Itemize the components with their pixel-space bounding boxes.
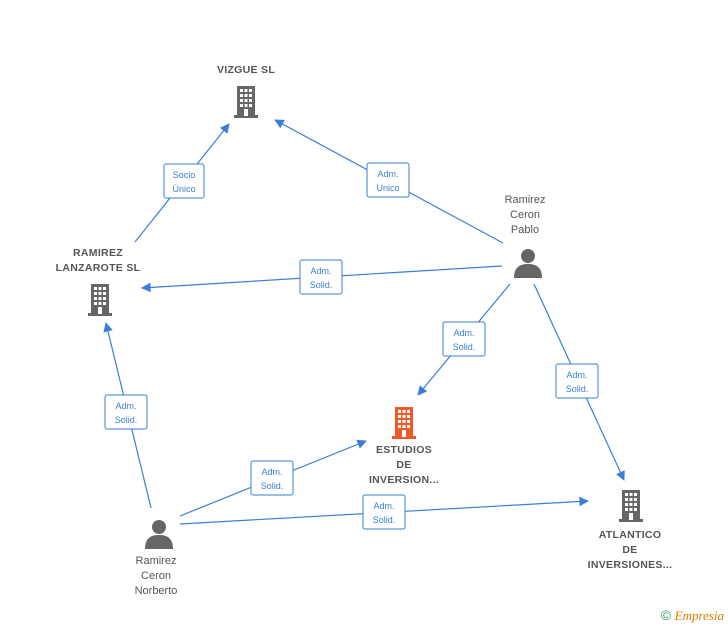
- svg-text:Solid.: Solid.: [566, 384, 589, 394]
- node-vizgue-label[interactable]: VIZGUE SL: [196, 63, 296, 78]
- node-estudios-label[interactable]: ESTUDIOS DE INVERSION...: [354, 443, 454, 488]
- label-line: VIZGUE SL: [216, 64, 276, 76]
- svg-text:Solid.: Solid.: [261, 481, 284, 491]
- edge-label-norberto-lanzarote[interactable]: Adm. Solid.: [104, 394, 148, 430]
- edge-label-norberto-estudios[interactable]: Adm. Solid.: [250, 460, 294, 496]
- person-icon[interactable]: [514, 249, 542, 278]
- svg-text:Solid.: Solid.: [115, 415, 138, 425]
- svg-text:Adm.: Adm.: [115, 401, 136, 411]
- node-ramirez-lanzarote-label[interactable]: RAMIREZ LANZAROTE SL: [48, 246, 148, 276]
- label-line: ESTUDIOS: [375, 444, 433, 456]
- node-atlantico-label[interactable]: ATLANTICO DE INVERSIONES...: [578, 528, 682, 573]
- node-norberto-label[interactable]: Ramirez Ceron Norberto: [116, 554, 196, 599]
- svg-text:Adm.: Adm.: [453, 328, 474, 338]
- label-line: LANZAROTE SL: [55, 262, 141, 274]
- node-pablo-label[interactable]: Ramirez Ceron Pablo: [485, 193, 565, 238]
- svg-text:Adm.: Adm.: [566, 370, 587, 380]
- edge-label-socio-unico[interactable]: Socio Único: [163, 163, 205, 199]
- building-icon[interactable]: [234, 86, 258, 118]
- label-line: INVERSIONES...: [587, 559, 673, 571]
- svg-text:Adm.: Adm.: [310, 266, 331, 276]
- svg-text:Adm.: Adm.: [261, 467, 282, 477]
- building-icon[interactable]: [88, 284, 112, 316]
- building-icon[interactable]: [619, 490, 643, 522]
- label-line: Pablo: [510, 224, 540, 236]
- edge-label-pablo-estudios[interactable]: Adm. Solid.: [442, 321, 486, 357]
- label-line: Ramirez: [135, 555, 177, 567]
- svg-text:Único: Único: [172, 184, 195, 194]
- edge-label-pablo-lanzarote[interactable]: Adm. Solid.: [299, 259, 343, 295]
- svg-text:Socio: Socio: [173, 170, 196, 180]
- label-line: Ramirez: [504, 194, 546, 206]
- empresia-logo: Empresia: [674, 608, 724, 623]
- label-line: ATLANTICO: [598, 529, 662, 541]
- svg-text:Solid.: Solid.: [453, 342, 476, 352]
- edge-label-pablo-atlantico[interactable]: Adm. Solid.: [555, 363, 599, 399]
- svg-text:Solid.: Solid.: [373, 515, 396, 525]
- svg-text:Adm.: Adm.: [377, 169, 398, 179]
- label-line: DE: [396, 459, 412, 471]
- copyright-footer: © Empresia: [661, 607, 724, 624]
- label-line: DE: [622, 544, 638, 556]
- svg-text:Unico: Unico: [376, 183, 399, 193]
- svg-text:Adm.: Adm.: [373, 501, 394, 511]
- label-line: Norberto: [134, 585, 178, 597]
- label-line: Ceron: [510, 209, 540, 221]
- edge-label-norberto-atlantico[interactable]: Adm. Solid.: [362, 494, 406, 530]
- building-icon[interactable]: [392, 407, 416, 439]
- label-line: RAMIREZ: [73, 247, 123, 259]
- edge-label-adm-unico[interactable]: Adm. Unico: [366, 162, 410, 198]
- label-line: INVERSION...: [368, 474, 440, 486]
- copyright-symbol: ©: [660, 607, 672, 623]
- svg-text:Solid.: Solid.: [310, 280, 333, 290]
- label-line: Ceron: [141, 570, 171, 582]
- person-icon[interactable]: [145, 520, 173, 549]
